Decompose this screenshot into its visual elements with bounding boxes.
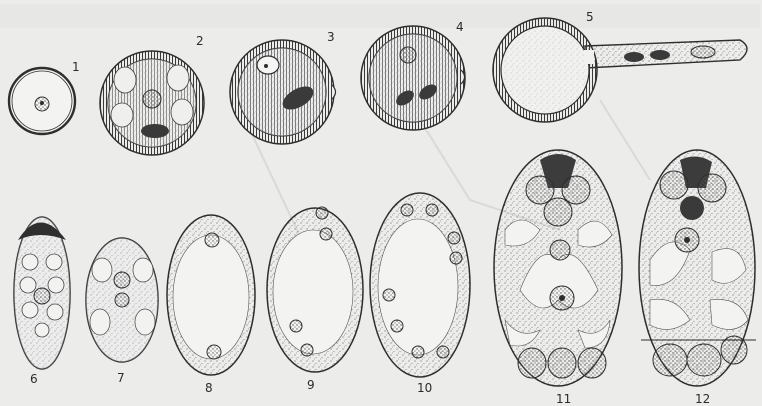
stage-label-11: 11: [556, 392, 571, 406]
stage-1-megaspore-mother-cell: [9, 68, 75, 134]
stage-7-embryo-sac: [86, 238, 158, 362]
stage-label-9: 9: [307, 378, 315, 392]
stage-11-mature-embryo-sac: [494, 150, 622, 386]
stage-4-pollen-with-nuclei: [361, 26, 465, 130]
stage-12-embryo-sac-with-antipodals: [639, 150, 756, 386]
stage-label-12: 12: [695, 392, 710, 406]
stage-label-10: 10: [417, 381, 432, 395]
stage-9-four-nucleate-sac: [267, 207, 363, 372]
stage-8-two-nucleate-sac: [167, 215, 255, 375]
stage-2-pollen-grain: [100, 51, 204, 155]
stage-label-2: 2: [196, 34, 204, 48]
stage-label-8: 8: [205, 381, 213, 395]
stage-label-4: 4: [456, 20, 464, 34]
stage-label-5: 5: [586, 10, 594, 24]
stage-10-eight-nucleate-sac: [370, 193, 470, 377]
stage-label-7: 7: [117, 371, 125, 385]
stage-3-binucleate-pollen: [230, 40, 336, 144]
stage-5-pollen-tube: [493, 18, 747, 122]
stage-label-3: 3: [327, 30, 335, 44]
stage-label-1: 1: [72, 60, 80, 74]
faded-header-text: [0, 4, 760, 28]
stage-6-ovule-cell: [14, 217, 70, 369]
stage-label-6: 6: [30, 372, 38, 386]
